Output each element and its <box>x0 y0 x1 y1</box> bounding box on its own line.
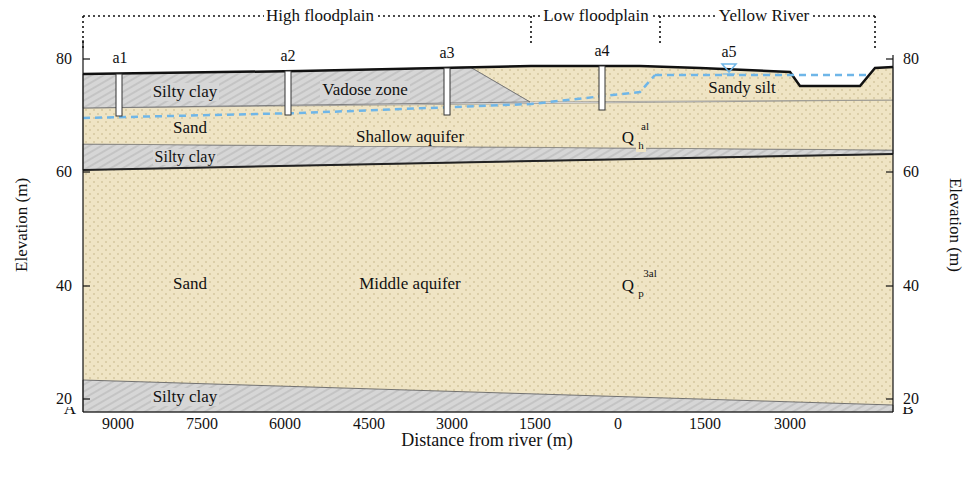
axis-title: Distance from river (m) <box>399 431 574 450</box>
zone-label: Low floodplain <box>541 7 650 25</box>
well-label: a5 <box>719 44 738 61</box>
tick-label: 20 <box>901 391 921 408</box>
well-label: a3 <box>437 45 456 62</box>
axis-title: Elevation (m) <box>946 176 964 274</box>
bottom-clay <box>83 380 893 412</box>
layer-label: Sand <box>171 275 209 293</box>
zone-label: Yellow River <box>717 7 811 25</box>
well <box>285 71 291 115</box>
tick-label: 1500 <box>687 416 723 433</box>
water-symbol <box>722 64 736 72</box>
well <box>599 66 605 110</box>
tick-label: 80 <box>54 51 74 68</box>
tick-label: 4500 <box>351 416 387 433</box>
stratum-symbol: p <box>636 288 646 300</box>
tick-label: 60 <box>54 164 74 181</box>
stratum-symbol: Q <box>620 277 636 295</box>
river-level <box>655 74 870 77</box>
well-label: a2 <box>278 48 297 65</box>
well <box>444 68 450 115</box>
zone-name: Middle aquifer <box>357 275 463 293</box>
water-table <box>83 75 655 118</box>
tick-label: 20 <box>54 391 74 408</box>
tick-label: 6000 <box>267 416 303 433</box>
ticks <box>83 59 893 399</box>
stratum-symbol: al <box>639 121 651 133</box>
layer-label: Silty clay <box>151 83 220 101</box>
well-label: a1 <box>110 50 129 67</box>
tick-label: 80 <box>901 51 921 68</box>
axis <box>82 40 83 412</box>
tick-label: 9000 <box>100 416 136 433</box>
axis <box>83 411 893 412</box>
tick-label: 3000 <box>772 416 808 433</box>
layer-label: Silty clay <box>151 388 220 406</box>
tick-label: 60 <box>901 164 921 181</box>
zone-name: Vadose zone <box>320 81 409 99</box>
well <box>116 74 122 116</box>
layer-label: Sand <box>171 119 209 137</box>
zone-name: Shallow aquifer <box>354 128 466 146</box>
middle-aquifer <box>83 154 893 405</box>
sandy-silt <box>470 66 893 102</box>
stratum-symbol: 3al <box>641 268 658 280</box>
layer-label: Sandy silt <box>706 79 778 97</box>
well-label: a4 <box>592 43 611 60</box>
zone-label: High floodplain <box>264 7 376 25</box>
layer-label: Silty clay <box>153 149 218 166</box>
stratum-symbol: Q <box>620 129 636 147</box>
shallow-aquifer <box>83 100 893 150</box>
tick-label: 7500 <box>184 416 220 433</box>
tick-label: 0 <box>612 416 624 433</box>
tick-label: 40 <box>54 278 74 295</box>
tick-label: 40 <box>901 278 921 295</box>
axis <box>892 55 893 412</box>
axis-title: Elevation (m) <box>13 176 31 274</box>
stratum-symbol: h <box>636 140 646 152</box>
water-symbol <box>723 73 735 74</box>
